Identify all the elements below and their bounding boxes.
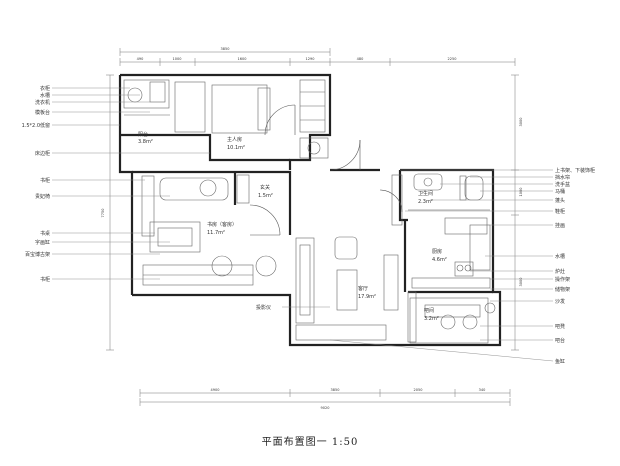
kitchen-fixtures: [411, 217, 491, 289]
top-dimension-lines: [119, 48, 516, 66]
dim-top-3: 1600: [238, 57, 247, 61]
left-annotations: 衣柜 水槽 洗衣机 模板台 1.5*2.0低窗 床边柜 书柜 贵妃椅 书桌 字画…: [22, 85, 50, 283]
note-basin: 洗手盆: [555, 181, 570, 188]
right-leaders: [329, 169, 554, 362]
note-sink: 水槽: [40, 92, 50, 99]
entrance-area: 1.5m²: [258, 193, 273, 199]
dim-right-2: 1000: [519, 188, 523, 197]
study-furniture: [141, 174, 277, 286]
bathroom-fixtures: [408, 173, 490, 211]
master-bed: [211, 79, 329, 159]
note-window: 1.5*2.0低窗: [22, 122, 50, 129]
dim-bottom-1: 4900: [211, 388, 220, 392]
note-projector: 投影仪: [256, 304, 271, 311]
dimension-labels: 3850 490 1000 1600 1290 480 2250 4900 38…: [101, 47, 523, 410]
note-shelf-cabinet: 上书架、下装饰柜: [555, 167, 595, 174]
living-furniture: [295, 174, 403, 341]
balcony-furniture: [123, 79, 206, 133]
study-area: 11.7m²: [207, 230, 225, 236]
note-bedside: 床边柜: [35, 150, 50, 157]
dim-top-4: 1290: [306, 57, 315, 61]
note-stove: 炉灶: [555, 268, 565, 275]
note-work-rack: 操作架: [555, 276, 570, 283]
note-sofa: 沙发: [555, 298, 565, 305]
note-bookcase-2: 书柜: [40, 276, 50, 283]
note-shower: 蓬头: [555, 197, 565, 204]
master-name: 主人房: [227, 136, 242, 143]
note-chaise: 贵妃椅: [35, 193, 50, 200]
dim-right-3: 3000: [519, 278, 523, 287]
note-fish-tank: 鱼缸: [555, 358, 565, 365]
bottom-dimension-lines: [139, 389, 511, 406]
note-wardrobe: 衣柜: [40, 85, 50, 92]
note-bookcase: 书柜: [40, 177, 50, 184]
entrance-name: 玄关: [260, 184, 270, 191]
note-curio-shelf: 百宝博古架: [25, 251, 50, 258]
note-curtain: 挡水帘: [555, 174, 570, 181]
note-bar-stool: 吧凳: [555, 323, 565, 330]
note-kitchen-sink: 水槽: [555, 253, 565, 260]
living-name: 客厅: [358, 285, 368, 292]
dim-top-6: 2250: [448, 57, 457, 61]
bath-area: 2.3m²: [418, 199, 433, 205]
balcony-name: 阳台: [138, 131, 148, 138]
dim-top-1: 490: [137, 57, 144, 61]
note-scroll-jar: 字画缸: [35, 239, 50, 246]
dim-bottom-3: 2050: [414, 388, 423, 392]
master-area: 10.1m²: [227, 145, 245, 151]
note-shoe-cabinet: 鞋柜: [555, 208, 565, 215]
note-washer: 洗衣机: [35, 99, 50, 106]
balcony-area: 3.8m²: [138, 139, 153, 145]
dim-left-total: 7750: [101, 209, 105, 218]
dim-top-5: 480: [357, 57, 364, 61]
note-desk: 书桌: [40, 230, 50, 237]
kitchen-name: 厨房: [432, 248, 442, 255]
left-leaders: [52, 87, 210, 280]
dim-right-1: 3000: [519, 118, 523, 127]
bar-furniture: [407, 291, 496, 344]
dim-bottom-total: 9020: [321, 406, 330, 410]
dim-bottom-2: 3850: [331, 388, 340, 392]
dim-bottom-4: 340: [479, 388, 486, 392]
bath-name: 卫生间: [418, 190, 433, 197]
note-bar-counter: 吧台: [555, 337, 565, 344]
drawing-title: 平面布置图一 1:50: [261, 437, 359, 448]
walls: [118, 73, 502, 347]
dim-top-2: 1000: [173, 57, 182, 61]
right-annotations: 上书架、下装饰柜 挡水帘 洗手盆 马桶 蓬头 鞋柜 挂画 水槽 炉灶 操作架 储…: [555, 167, 595, 365]
room-labels: 阳台 3.8m² 主人房 10.1m² 玄关 1.5m² 书房（客房） 11.7…: [138, 131, 447, 322]
study-name: 书房（客房）: [207, 221, 237, 228]
living-area: 17.9m²: [358, 294, 376, 300]
note-storage-rack: 储物架: [555, 286, 570, 293]
side-dimension-lines: [106, 74, 519, 351]
note-painting: 挂画: [555, 222, 565, 229]
dining-name: 吧间: [424, 307, 434, 314]
kitchen-area: 4.6m²: [432, 257, 447, 263]
note-counter: 模板台: [35, 109, 50, 116]
dim-top-total: 3850: [221, 47, 230, 51]
dining-area: 3.2m²: [424, 316, 439, 322]
note-toilet: 马桶: [555, 188, 565, 195]
